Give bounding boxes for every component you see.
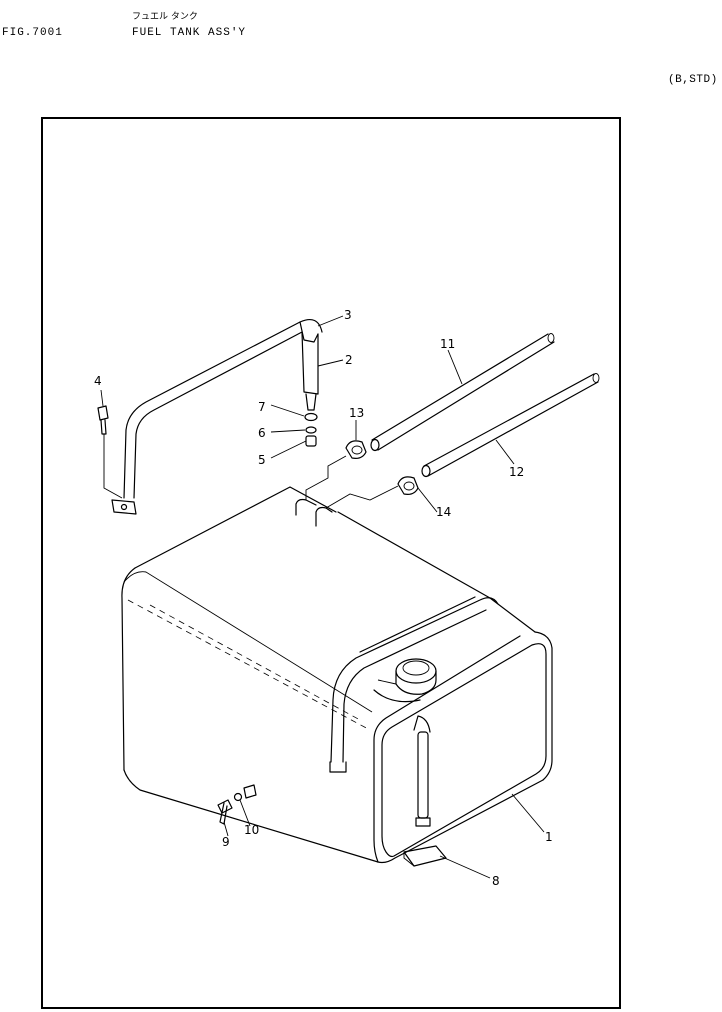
callout-leaders <box>100 315 545 879</box>
japanese-title: フュエル タンク <box>132 12 198 22</box>
diagram-frame <box>41 117 621 1009</box>
level-gauge <box>413 715 431 827</box>
strap-band <box>111 319 323 515</box>
callout-7: 7 <box>258 400 266 414</box>
callout-14: 14 <box>436 505 451 519</box>
callout-8: 8 <box>492 874 500 888</box>
tank-strap-installed <box>329 596 499 773</box>
callout-1: 1 <box>545 830 553 844</box>
drain-plug <box>217 784 257 825</box>
callout-3: 3 <box>344 308 352 322</box>
variant-label: (B,STD) <box>668 74 718 86</box>
page-title: FUEL TANK ASS'Y <box>132 27 247 39</box>
callout-5: 5 <box>258 453 266 467</box>
hose-clip-13 <box>345 440 367 459</box>
tank-outlet-pipes <box>295 498 333 527</box>
filler-cap <box>373 658 437 703</box>
nut-washers <box>304 412 318 447</box>
callout-6: 6 <box>258 426 266 440</box>
hose-clip-14 <box>397 476 419 495</box>
callout-4: 4 <box>94 374 102 388</box>
callout-11: 11 <box>440 337 455 351</box>
callout-13: 13 <box>349 406 364 420</box>
callout-9: 9 <box>222 835 230 849</box>
callout-12: 12 <box>509 465 524 479</box>
hose-12 <box>421 373 600 478</box>
assembly-lines <box>305 455 399 509</box>
bolt <box>97 405 123 499</box>
fuel-tank <box>121 486 553 864</box>
callout-10: 10 <box>244 823 259 837</box>
callout-2: 2 <box>345 353 353 367</box>
mounting-bracket <box>403 845 447 867</box>
figure-number: FIG.7001 <box>2 27 63 39</box>
hose-11 <box>370 333 555 452</box>
